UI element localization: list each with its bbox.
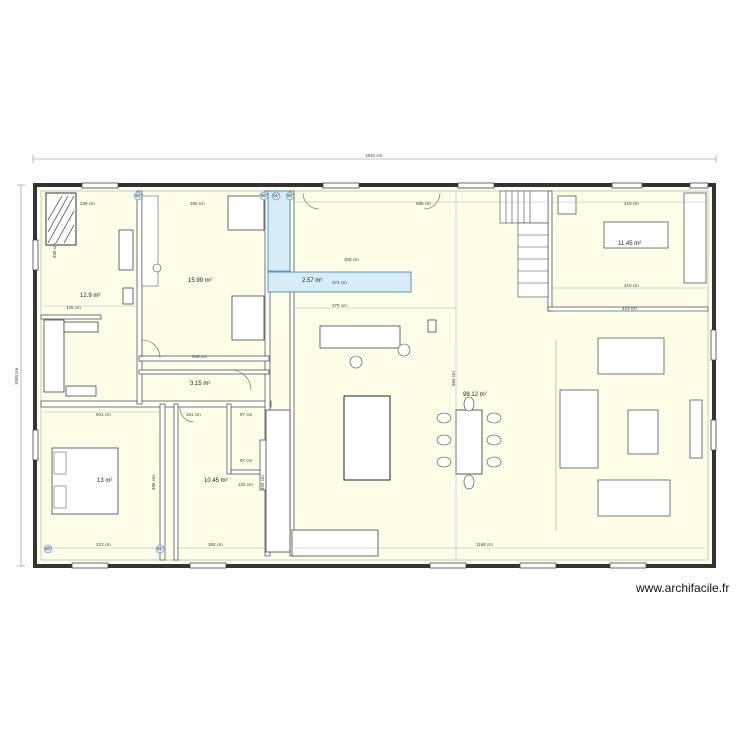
dim-label: 966 cm [451, 371, 456, 386]
dim-label: 419 cm [624, 201, 639, 206]
dim-label: 191 cm [186, 412, 201, 417]
dim-label: 501 cm [96, 412, 111, 417]
dim-label: 390 cm [190, 201, 205, 206]
dim-label: 686 cm [416, 201, 431, 206]
dim-label: 379 cm [332, 303, 347, 308]
desk-left [63, 321, 99, 333]
dim-label: 323 cm [96, 542, 111, 547]
office-shelf [683, 192, 707, 284]
bed-center-left [227, 195, 265, 231]
small-appliance [427, 319, 437, 333]
interior-dimension-lines [44, 191, 706, 560]
windows [32, 182, 717, 569]
bed-pillow-1 [53, 451, 67, 475]
toilet [122, 287, 134, 305]
sofa-left [65, 385, 97, 397]
dining-chairs [436, 396, 502, 490]
area-label-living: 98.12 m² [463, 392, 487, 398]
area-label-office: 11.45 m² [618, 241, 641, 247]
dim-label: 97 cm [240, 412, 253, 417]
angle-label: 90° [135, 193, 142, 198]
shelf-center-left [141, 195, 159, 287]
area-label-small-hall: 3.15 m² [190, 381, 210, 387]
bottom-counter [291, 529, 379, 557]
vanity [118, 229, 134, 271]
dim-label: 125 cm [66, 305, 81, 310]
angle-label: 90° [45, 546, 52, 551]
dim-label: 338 cm [80, 201, 95, 206]
angle-label: 91° [157, 546, 164, 551]
staircase [499, 190, 549, 298]
area-label-corridor: 2.57 m² [302, 278, 322, 284]
dim-label: 1168 cm [476, 542, 493, 547]
bathtub [45, 192, 77, 246]
overall-width-label: 1910 cm [365, 153, 383, 158]
area-label-bedroom-bottom: 13 m² [97, 478, 112, 484]
office-desk [603, 221, 669, 249]
area-label-small-room: 10.45 m² [204, 478, 228, 484]
dim-label: 330 cm [52, 243, 57, 258]
area-label-room-center-left: 15.99 m² [188, 278, 212, 284]
sofas [559, 337, 671, 517]
washer [557, 195, 577, 215]
cabinet-small-room [265, 409, 291, 553]
area-label-bedroom-bath: 12.9 m² [80, 293, 100, 299]
stool-1 [349, 355, 363, 369]
dim-label: 102 cm [238, 482, 253, 487]
dim-label: 300 cm [344, 257, 359, 262]
dim-label: 349 cm [192, 354, 207, 359]
dim-label: 365 cm [208, 542, 223, 547]
wardrobe-center-left [231, 295, 265, 341]
dim-label: 486 cm [151, 475, 156, 490]
kitchen-counter [319, 325, 401, 349]
dim-label: 374 cm [332, 280, 347, 285]
watermark: www.archifacile.fr [636, 581, 730, 595]
coffee-table [627, 409, 659, 455]
kitchen-island [343, 395, 391, 481]
interior-walls [40, 190, 709, 561]
angle-label: 90° [261, 193, 268, 198]
dining-table [455, 409, 483, 475]
bed-pillow-2 [53, 485, 67, 509]
angle-label: 91° [273, 193, 280, 198]
corridor-highlight [267, 190, 412, 293]
tv-unit [689, 399, 703, 459]
chair-center-left [152, 263, 162, 273]
closet-left [43, 319, 65, 393]
overall-height-label: 1000 cm [14, 367, 19, 385]
dim-label: 499 cm [260, 475, 265, 490]
dim-label: 419 cm [622, 306, 637, 311]
dim-label: 419 cm [624, 283, 639, 288]
angle-markers [43, 191, 295, 554]
overall-dimension-lines [17, 155, 717, 567]
dim-label: 97 cm [240, 458, 253, 463]
stool-2 [397, 343, 411, 357]
angle-label: 90° [287, 193, 294, 198]
